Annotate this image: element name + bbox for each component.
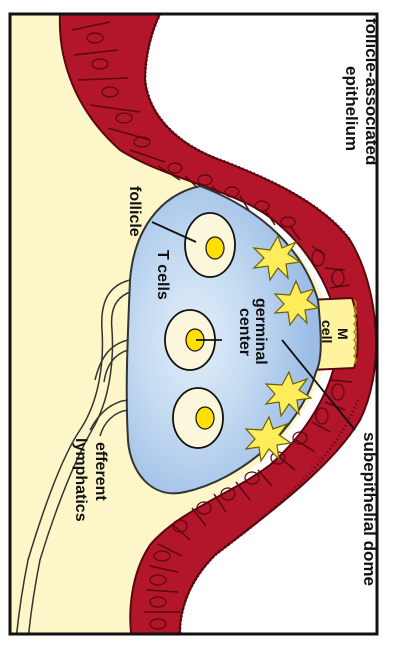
label-epithelium-line1: follicle-associated xyxy=(362,18,381,165)
follicle-cell-3 xyxy=(173,388,223,448)
label-t-cells: T cells xyxy=(154,250,171,300)
label-m-cell-line2: cell xyxy=(319,320,335,343)
label-germinal: germinal xyxy=(252,298,269,365)
label-epithelium-line2: epithelium xyxy=(342,66,361,151)
label-lymphatics: lymphatics xyxy=(72,438,89,522)
label-efferent: efferent xyxy=(92,442,109,501)
label-center: center xyxy=(236,308,253,356)
label-subepithelial-dome: subepithelial dome xyxy=(360,432,379,586)
label-m-cell-line1: M xyxy=(335,328,351,340)
follicle-cell-1 xyxy=(185,213,235,277)
label-follicle: follicle xyxy=(126,186,143,237)
